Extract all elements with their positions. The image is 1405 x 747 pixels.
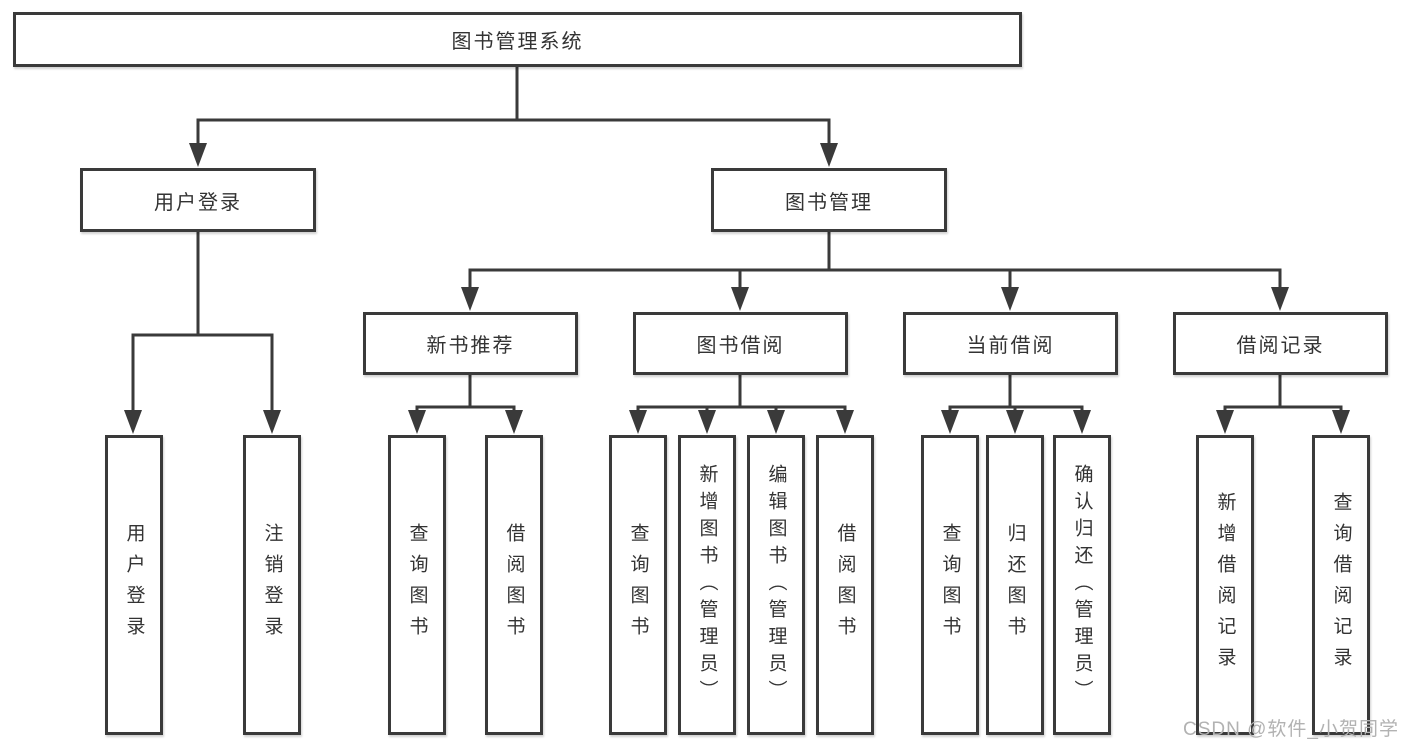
leaf-records-query-record: 查询借阅记录 [1312,435,1370,735]
leaf-records-add-record: 新增借阅记录 [1196,435,1254,735]
node-root-label: 图书管理系统 [451,31,584,53]
leaf-records-query-record-label: 查询借阅记录 [1330,492,1352,678]
leaf-borrow-query-books: 查询图书 [609,435,667,735]
node-root: 图书管理系统 [13,12,1022,67]
leaf-current-confirm-return-admin: 确认归还（管理员） [1053,435,1111,735]
leaf-current-return-books: 归还图书 [986,435,1044,735]
leaf-logout: 注销登录 [243,435,301,735]
node-user-login-label: 用户登录 [154,191,242,214]
node-current-borrow: 当前借阅 [903,312,1118,375]
leaf-newrec-query-books: 查询图书 [388,435,446,735]
node-user-login: 用户登录 [80,168,316,232]
leaf-current-return-books-label: 归还图书 [1004,523,1026,647]
node-new-book-recommend-label: 新书推荐 [426,335,515,357]
node-book-management: 图书管理 [711,168,947,232]
leaf-borrow-add-books-admin-label: 新增图书（管理员） [696,463,718,707]
leaf-borrow-add-books-admin: 新增图书（管理员） [678,435,736,735]
node-borrow-records-label: 借阅记录 [1236,335,1325,357]
node-current-borrow-label: 当前借阅 [966,335,1055,357]
leaf-user-login: 用户登录 [105,435,163,735]
leaf-newrec-borrow-books: 借阅图书 [485,435,543,735]
leaf-borrow-edit-books-admin-label: 编辑图书（管理员） [765,463,787,707]
node-new-book-recommend: 新书推荐 [363,312,578,375]
leaf-borrow-borrow-books: 借阅图书 [816,435,874,735]
leaf-borrow-query-books-label: 查询图书 [627,523,649,647]
node-borrow-records: 借阅记录 [1173,312,1388,375]
node-book-borrow-label: 图书借阅 [696,335,785,357]
leaf-records-add-record-label: 新增借阅记录 [1214,492,1236,678]
node-book-borrow: 图书借阅 [633,312,848,375]
node-book-management-label: 图书管理 [785,191,873,214]
leaf-logout-label: 注销登录 [261,523,283,647]
leaf-current-query-books: 查询图书 [921,435,979,735]
leaf-current-query-books-label: 查询图书 [939,523,961,647]
leaf-user-login-label: 用户登录 [123,523,145,647]
leaf-borrow-borrow-books-label: 借阅图书 [834,523,856,647]
csdn-watermark: CSDN @软件_小贺同学 [1183,719,1399,740]
leaf-newrec-borrow-books-label: 借阅图书 [503,523,525,647]
leaf-newrec-query-books-label: 查询图书 [406,523,428,647]
leaf-borrow-edit-books-admin: 编辑图书（管理员） [747,435,805,735]
leaf-current-confirm-return-admin-label: 确认归还（管理员） [1071,463,1093,707]
